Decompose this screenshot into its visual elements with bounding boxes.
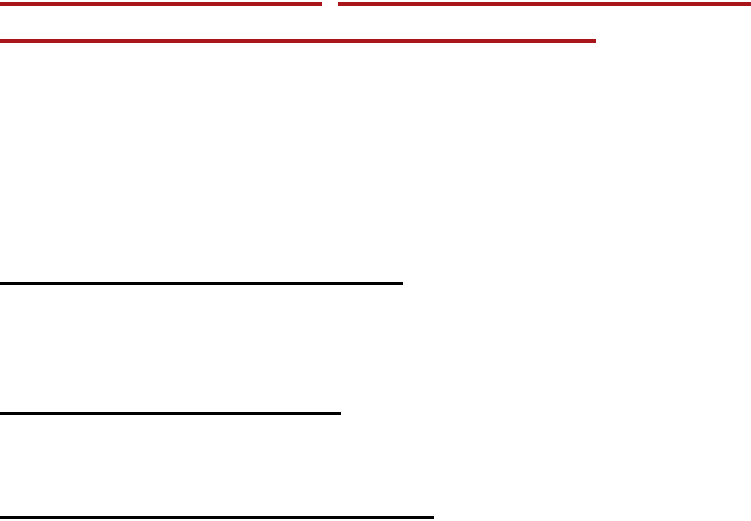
top-rule-left — [0, 2, 322, 6]
separator-1 — [0, 282, 403, 285]
separator-3 — [0, 516, 434, 519]
top-rule-right — [338, 2, 751, 6]
second-rule — [0, 39, 596, 43]
separator-2 — [0, 412, 341, 415]
